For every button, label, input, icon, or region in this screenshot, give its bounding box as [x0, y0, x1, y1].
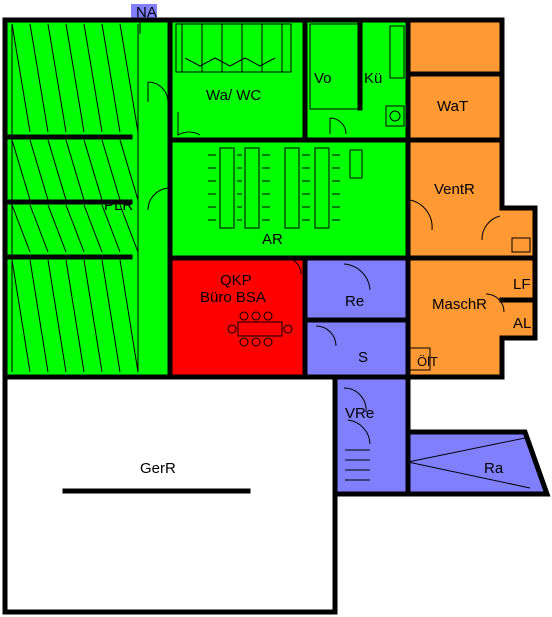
room-side-fill[interactable] — [502, 208, 535, 338]
ra-ramp-marks — [407, 437, 531, 489]
label-s: S — [358, 349, 368, 366]
room-gerr-fill[interactable] — [5, 377, 335, 612]
room-ventr-fill[interactable] — [408, 140, 502, 258]
room-plr-fill[interactable] — [5, 20, 170, 377]
room-vre-fill[interactable] — [335, 377, 408, 494]
room-ra-fill[interactable] — [408, 432, 547, 494]
room-wat-fill[interactable] — [408, 20, 502, 140]
label-re: Re — [345, 293, 364, 310]
label-kue: Kü — [364, 70, 382, 87]
label-maschr: MaschR — [432, 296, 487, 313]
room-qkp-fill[interactable] — [170, 258, 305, 377]
plr-parking-bays — [11, 23, 139, 373]
label-na: NA — [136, 4, 157, 21]
label-al: AL — [513, 315, 531, 332]
label-vre: VRe — [345, 405, 374, 422]
room-na-fill[interactable] — [131, 4, 157, 20]
label-ra: Ra — [484, 460, 504, 477]
room-ar-fill[interactable] — [170, 140, 408, 258]
label-ar: AR — [262, 231, 283, 248]
doors — [139, 21, 531, 445]
vre-stair — [345, 449, 370, 481]
label-wat: WaT — [437, 98, 468, 115]
label-qkp: QKP — [220, 272, 252, 289]
label-lf: LF — [513, 276, 531, 293]
label-vo: Vo — [314, 70, 332, 87]
room-s-fill[interactable] — [305, 320, 408, 377]
label-ventr: VentR — [434, 181, 475, 198]
label-plr: PLR — [104, 197, 133, 214]
room-vo-kue-fill[interactable] — [305, 20, 408, 140]
label-oelt: ÖlT — [417, 354, 438, 369]
plr-bay-dividers — [2, 134, 133, 260]
vo-kue-divider — [302, 17, 363, 143]
buero-bsa-table — [227, 311, 293, 347]
wa-wc-fixtures — [175, 23, 292, 73]
room-maschr-fill[interactable] — [408, 258, 502, 377]
walls — [2, 17, 551, 615]
room-wa-wc-fill[interactable] — [170, 20, 305, 140]
ar-furniture — [208, 147, 363, 229]
label-buero-bsa: Büro BSA — [200, 289, 266, 306]
label-gerr: GerR — [140, 460, 176, 477]
label-wa-wc: Wa/ WC — [206, 87, 261, 104]
